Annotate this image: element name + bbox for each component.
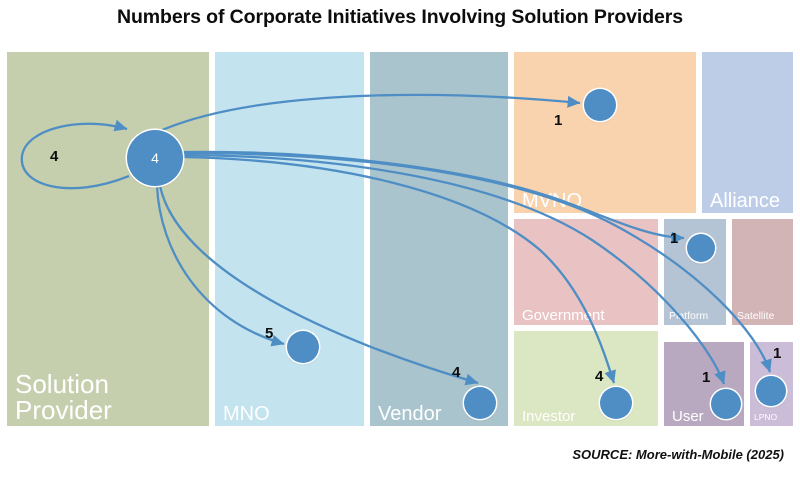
treemap-tile-satellite[interactable]: Satellite (730, 217, 795, 327)
treemap-tile-mvno[interactable]: MVNO (512, 50, 698, 215)
edge-label-mno: 5 (265, 325, 274, 342)
edge-label-user: 1 (702, 369, 711, 386)
treemap-tile-investor[interactable]: Investor (512, 329, 660, 428)
tile-label-alliance: Alliance (710, 189, 781, 212)
edge-label-mvno: 1 (554, 112, 563, 129)
treemap-tile-solution-provider[interactable]: Solution Provider (5, 50, 211, 428)
tile-label-lpno: LPNO (754, 412, 778, 423)
treemap-tile-mno[interactable]: MNO (213, 50, 366, 428)
tile-label-investor: Investor (522, 407, 576, 425)
node-vendor[interactable] (464, 387, 496, 419)
node-lpno[interactable] (756, 376, 786, 406)
node-solution-provider-value: 4 (151, 150, 159, 166)
edge-label-platform: 1 (670, 230, 679, 247)
tile-label-user: User (672, 407, 704, 425)
tile-label-mvno: MVNO (522, 189, 582, 212)
tile-label-satellite: Satellite (737, 310, 775, 323)
edge-label-investor: 4 (595, 368, 604, 385)
node-mno[interactable] (287, 331, 319, 363)
page-title: Numbers of Corporate Initiatives Involvi… (117, 6, 683, 28)
edge-label-vendor: 4 (452, 364, 461, 381)
node-platform[interactable] (687, 234, 715, 262)
treemap-tile-alliance[interactable]: Alliance (700, 50, 795, 215)
edge-label-self: 4 (50, 148, 59, 165)
treemap-tile-vendor[interactable]: Vendor (368, 50, 510, 428)
node-investor[interactable] (600, 387, 632, 419)
tile-label-vendor: Vendor (378, 402, 442, 425)
treemap-tile-government[interactable]: Government (512, 217, 660, 327)
tile-label-government: Government (522, 306, 605, 324)
tile-label-solution-provider: Solution Provider (15, 368, 112, 426)
node-user[interactable] (711, 389, 741, 419)
source-note: SOURCE: More-with-Mobile (2025) (572, 447, 784, 462)
node-mvno[interactable] (584, 89, 616, 121)
tile-label-platform: Platform (669, 310, 709, 323)
edge-label-lpno: 1 (773, 345, 782, 362)
tile-label-mno: MNO (223, 402, 270, 425)
node-solution-provider[interactable]: 4 (127, 130, 183, 186)
